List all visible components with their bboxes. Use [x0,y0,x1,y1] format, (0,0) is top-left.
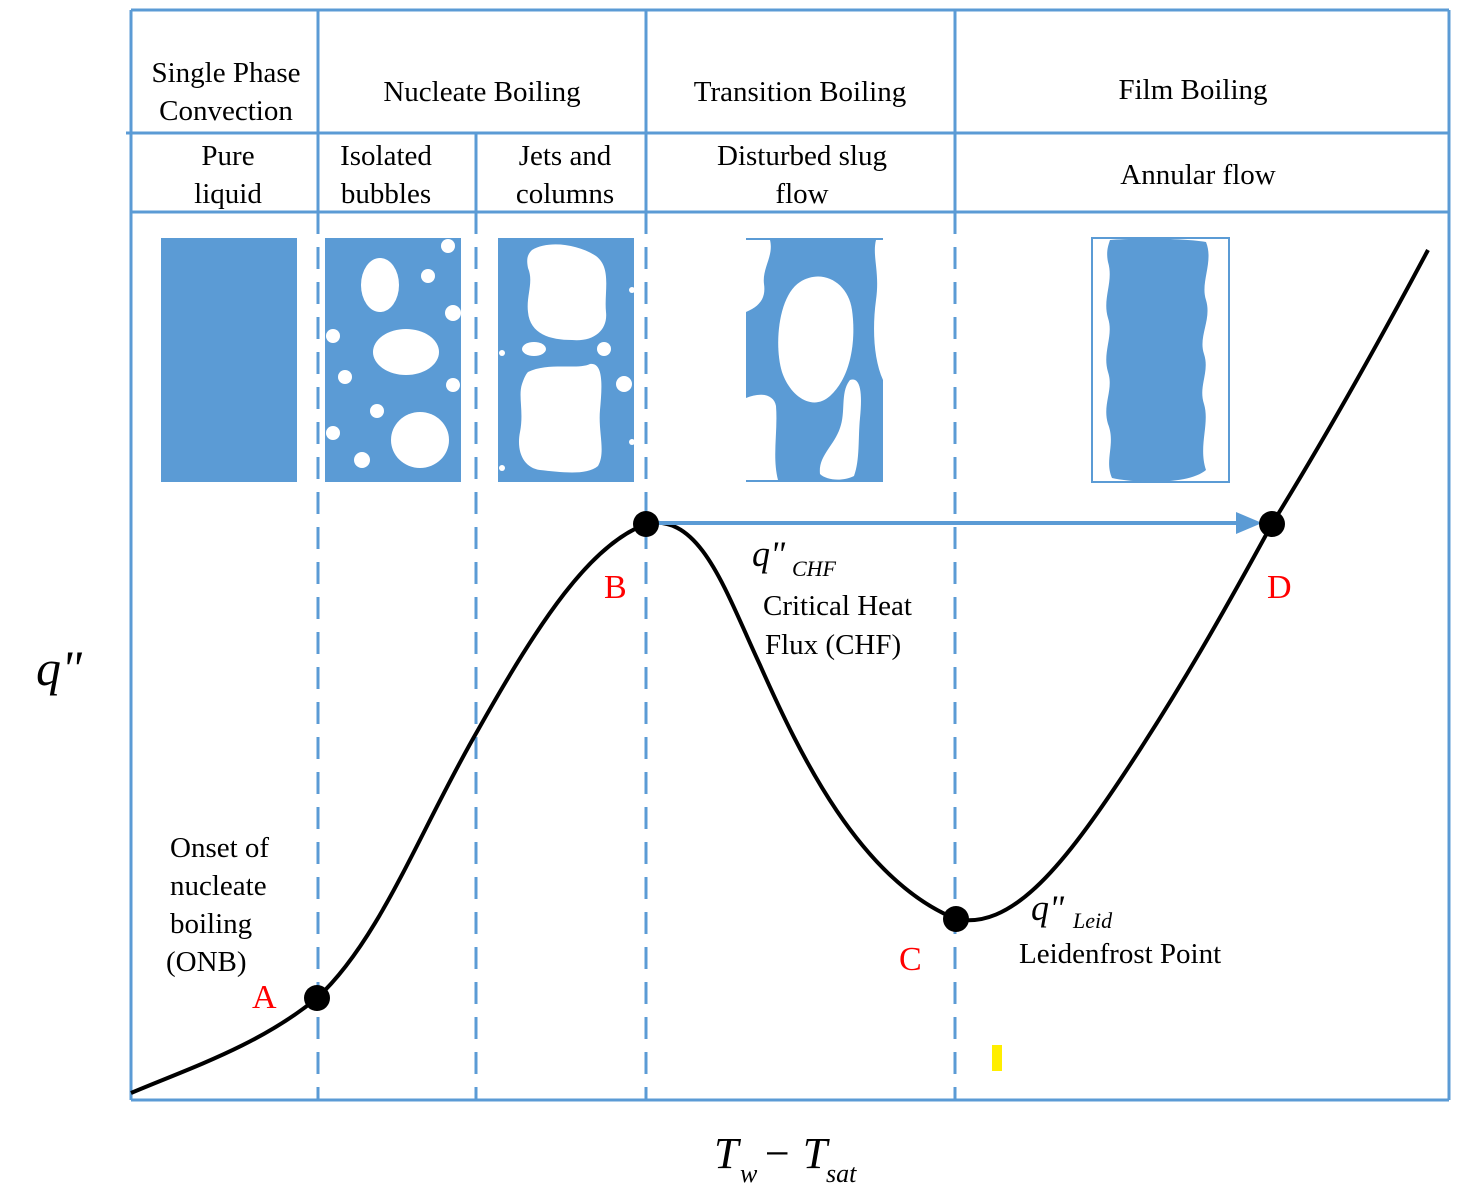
onb-line2: nucleate [170,870,267,902]
onb-annotation: Onset of nucleate boiling (ONB) [166,832,269,978]
chf-line2: Flux (CHF) [765,629,901,661]
point-d-marker [1259,511,1285,537]
x-axis-sat: sat [826,1159,857,1188]
vapor-slugs [746,240,883,480]
boiling-curve [130,249,1430,1095]
q-leid-subscript: Leid [1072,908,1113,933]
flow-jets-columns-line1: Jets and [519,140,612,172]
frame [126,8,1451,1102]
bubbles [326,239,461,468]
regime-dividers [316,212,957,1100]
bubble [373,329,439,375]
flow-disturbed-slug-line2: flow [775,178,828,210]
onb-line4: (ONB) [166,946,247,978]
vapor-columns [499,244,635,473]
chf-line1: Critical Heat [763,590,912,622]
flow-isolated-bubbles-line2: bubbles [341,178,431,210]
x-axis-w: w [740,1159,758,1188]
bubble [446,378,460,392]
jets-columns-illustration [498,238,635,482]
bubble [629,439,635,445]
flow-disturbed-slug-line1: Disturbed slug [717,140,887,172]
chf-arrow-head [1236,512,1262,534]
vapor-jet-upper [527,244,607,341]
flow-pure-liquid-line1: Pure [201,140,254,172]
chf-arrow [646,512,1262,534]
flow-jets-columns-line2: columns [516,178,614,210]
yellow-marker [992,1045,1002,1071]
bubble [391,412,449,468]
q-leid-symbol: q" [1031,888,1065,928]
x-axis-label: T w − T sat [714,1129,857,1188]
point-labels: A B C D [252,569,1292,1016]
vapor-wall-left-lower [746,394,778,480]
y-axis-label: q" [36,640,83,696]
disturbed-slug-illustration [746,238,883,482]
onb-line3: boiling [170,908,252,940]
vapor-slug [778,276,854,403]
bubble [499,350,505,356]
q-chf-symbol: q" [752,534,786,574]
point-a-label: A [252,979,277,1016]
onb-line1: Onset of [170,832,269,864]
pure-liquid-illustration [161,238,297,482]
header-transition-boiling: Transition Boiling [694,76,906,108]
curve-points [304,511,1285,1011]
bubble [338,370,352,384]
leidenfrost-annotation: q" Leid Leidenfrost Point [1019,888,1221,970]
bubble [361,258,399,312]
header-nucleate-boiling: Nucleate Boiling [383,76,580,108]
bubble [445,305,461,321]
annular-flow-illustration [1091,237,1230,483]
vapor-slug-lower [819,379,861,480]
vapor-jet-lower [518,363,602,473]
flow-isolated-bubbles-line1: Isolated [340,140,432,172]
point-c-label: C [899,941,922,978]
bubble [499,465,505,471]
bubble [326,329,340,343]
regime-headers: Single Phase Convection Nucleate Boiling… [151,57,1267,127]
point-d-label: D [1267,569,1292,606]
point-a-marker [304,985,330,1011]
bubble [421,269,435,283]
x-axis-t: T [714,1129,742,1178]
bubble [354,452,370,468]
isolated-bubbles-illustration [325,238,461,482]
point-c-marker [943,906,969,932]
bubble [597,342,611,356]
point-b-marker [633,511,659,537]
header-single-phase-line2: Convection [159,95,293,127]
annular-liquid-core [1106,238,1209,482]
q-chf-subscript: CHF [792,556,837,581]
flow-pattern-headers: Pure liquid Isolated bubbles Jets and co… [194,140,1276,210]
bubble [326,426,340,440]
header-single-phase-line1: Single Phase [151,57,300,89]
bubble [629,287,635,293]
header-film-boiling: Film Boiling [1118,74,1267,106]
vapor-wall-right [874,240,883,380]
bubble [370,404,384,418]
point-b-label: B [604,569,627,606]
bubble [441,239,455,253]
bubble [616,376,632,392]
flow-pure-liquid-line2: liquid [194,178,262,210]
x-axis-minus-t: − T [762,1129,831,1178]
bubble [522,342,546,356]
chf-annotation: q" CHF Critical Heat Flux (CHF) [752,534,912,661]
leidenfrost-label: Leidenfrost Point [1019,938,1221,970]
flow-annular: Annular flow [1120,159,1275,191]
vapor-wall-left [746,240,771,312]
